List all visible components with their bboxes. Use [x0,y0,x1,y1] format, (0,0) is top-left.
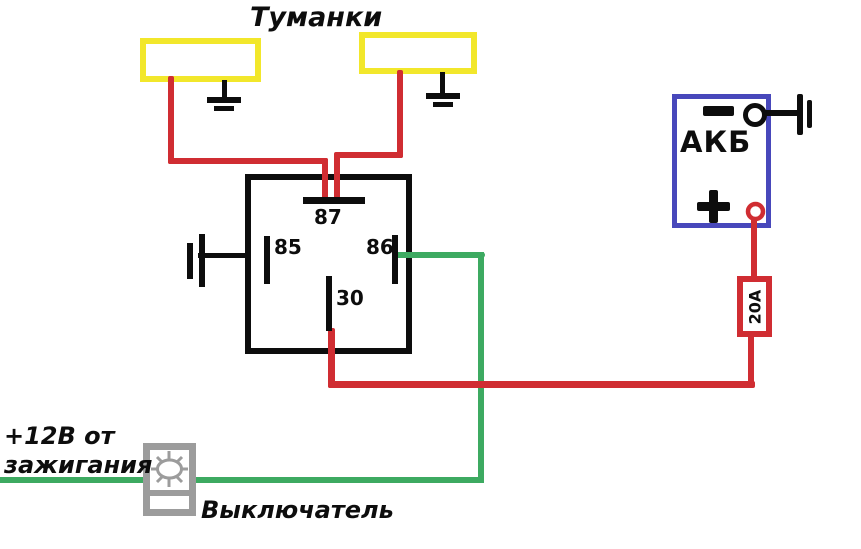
diagram-title: Туманки [250,2,383,33]
minus-icon [703,106,734,116]
fog-lamp-left-box [140,38,261,82]
switch-wire-vertical [478,252,484,483]
battery-label: АКБ [680,125,752,159]
battery-ground-line [764,110,800,116]
switch-wire-bottom [0,477,484,483]
power-wire-left-to-pin87 [322,158,328,204]
switch-box [143,443,196,516]
relay-pin87-label: 87 [314,205,342,229]
power-wire-left-horizontal [168,158,328,164]
ground-bar-long [207,97,241,103]
relay-pin87-bar [303,197,365,204]
ground-stem [440,72,445,96]
lamp-switch-icon [151,451,188,487]
fog-lamp-right-box [359,32,477,74]
ground-bar-long [199,234,205,287]
power-wire-fuse-to-run [748,334,754,386]
power-wire-battery-to-fuse [751,218,757,278]
fuse-label: 20А [745,289,764,324]
fuse-box: 20А [737,276,772,337]
ground-bar-long [797,94,803,135]
relay-pin86-label: 86 [366,235,394,259]
ground-icon-battery [795,92,817,138]
power-wire-left-lamp-drop [168,76,174,164]
relay-pin85-label: 85 [274,235,302,259]
power-wire-right-horizontal [337,152,403,158]
ground-icon-relay-pin85 [185,232,255,292]
power-wire-right-lamp-drop [397,70,403,158]
ground-bar-short [807,100,812,128]
power-wire-bottom-run [328,381,755,388]
ground-bar-short [214,106,234,111]
relay-pin86-bar [392,235,398,284]
ground-icon-right-lamp [406,68,466,113]
plus-vertical [709,190,718,223]
power-wire-pin30-drop [328,328,335,388]
power-wire-right-to-pin87 [334,152,340,204]
ground-line [198,253,250,258]
ground-bar-long [426,93,460,99]
plus-icon [697,190,730,223]
ground-stem [222,80,227,100]
ground-bar-short [187,243,193,279]
relay-pin30-bar [326,276,332,331]
positive-terminal-icon [745,201,766,222]
ground-bar-short [433,102,453,107]
ignition-label-line1: +12В от [4,422,115,450]
ignition-label-line2: зажигания [4,451,153,479]
negative-terminal-icon [743,103,767,127]
relay-pin30-label: 30 [336,286,364,310]
switch-divider [150,490,189,496]
relay-pin85-bar [264,236,270,284]
switch-label: Выключатель [201,496,394,524]
ground-icon-left-lamp [187,72,247,117]
switch-wire-from-pin86 [395,252,485,258]
